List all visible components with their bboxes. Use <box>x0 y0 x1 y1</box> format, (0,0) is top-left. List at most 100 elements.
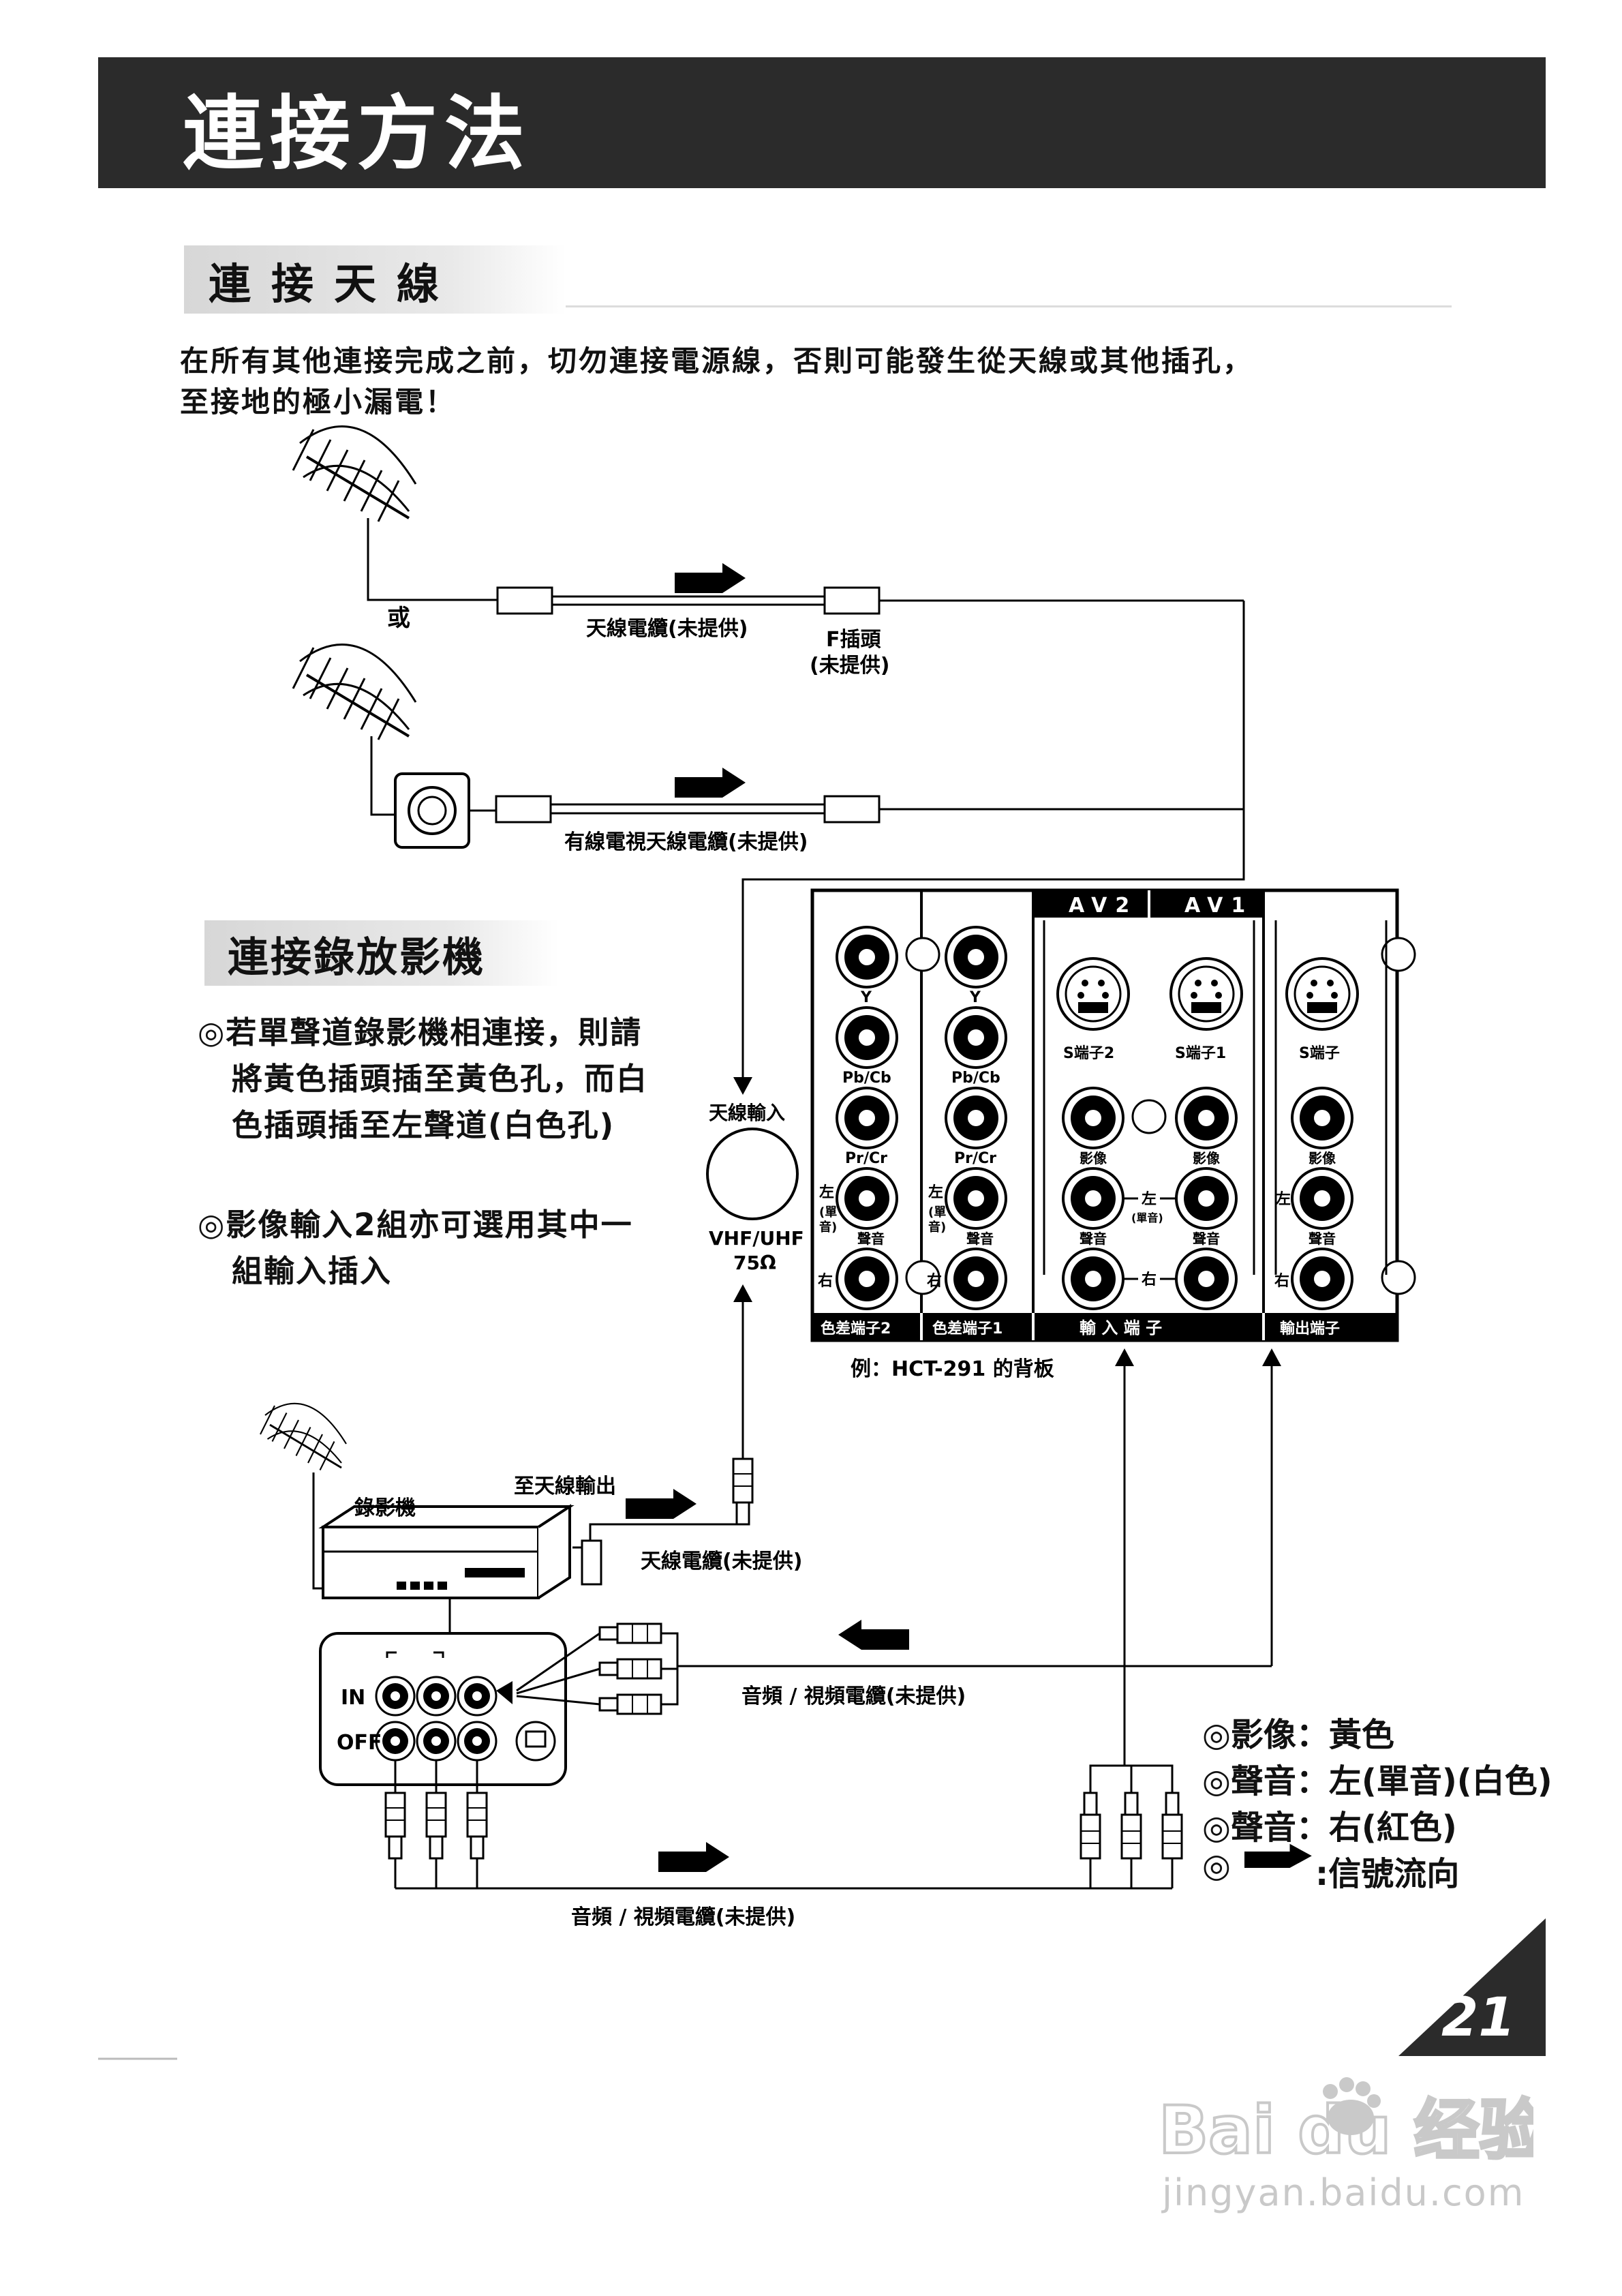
header-bar <box>98 57 1546 188</box>
label-mono-b: 音) <box>819 1220 837 1235</box>
label-audio: 聲音 <box>966 1230 994 1247</box>
av-input-jacks <box>1062 1087 1353 1310</box>
label-y: Y <box>969 989 981 1006</box>
signal-arrow-icon <box>675 768 746 798</box>
label-video: 影像 <box>1309 1150 1336 1166</box>
antenna-input-label: 天線輸入 <box>709 1102 785 1124</box>
baidu-watermark-logo: Bai du 经验 <box>1157 2077 1533 2168</box>
vcr-section-title: 連接錄放影機 <box>228 934 485 982</box>
s-video-jacks <box>1056 957 1359 1031</box>
page-number: 21 <box>1441 1987 1516 2049</box>
footer-component-2: 色差端子2 <box>821 1320 891 1338</box>
signal-arrow-icon <box>658 1842 729 1872</box>
antenna-cable-1 <box>496 586 1244 615</box>
label-s: S端子 <box>1299 1045 1340 1062</box>
label-pb: Pb/Cb <box>951 1070 1000 1087</box>
cable-tv-antenna-cable <box>495 795 1244 824</box>
vcr-note-line-4: ◎影像輸入2組亦可選用其中一 <box>198 1207 633 1243</box>
av1-label: AV1 <box>1184 894 1253 918</box>
vcr-off-label: OFF <box>337 1731 382 1755</box>
roof-antenna-icon <box>292 643 417 741</box>
label-mono: (單音) <box>1131 1211 1163 1224</box>
section-title-background <box>204 920 559 986</box>
panel-caption: 例：HCT-291 的背板 <box>851 1357 1054 1381</box>
vcr-in-label: IN <box>341 1686 365 1710</box>
vcr-note-line-1: ◎若單聲道錄影機相連接，則請 <box>198 1014 643 1051</box>
label-video: 影像 <box>1080 1150 1107 1166</box>
legend-audio-right: ◎聲音：右(紅色) <box>1202 1809 1457 1847</box>
label-right: 右 <box>818 1273 833 1290</box>
panel-screw-icon <box>1131 1099 1167 1134</box>
antenna-band-label: VHF/UHF <box>709 1227 804 1250</box>
av-cable-label-lower: 音頻 / 視頻電纜(未提供) <box>571 1905 795 1929</box>
roof-antenna-icon <box>292 425 417 523</box>
footer-component-1: 色差端子1 <box>932 1320 1003 1338</box>
vcr-antenna-cable-plug <box>732 1457 754 1526</box>
antenna-section-title: 連接天線 <box>209 259 460 309</box>
vcr-note-line-2: 將黃色插頭插至黃色孔，而白 <box>232 1061 649 1097</box>
av2-label: AV2 <box>1069 894 1137 918</box>
label-audio: 聲音 <box>1080 1230 1107 1247</box>
label-video: 影像 <box>1193 1150 1221 1166</box>
label-y: Y <box>860 989 872 1006</box>
label-mono-b: 音) <box>928 1220 946 1235</box>
label-pr: Pr/Cr <box>845 1150 887 1167</box>
label-mono-a: (單 <box>819 1205 837 1220</box>
antenna-ohm-label: 75Ω <box>733 1252 776 1274</box>
label-left: 左 <box>1142 1190 1157 1208</box>
label-left: 左 <box>1276 1190 1291 1208</box>
to-antenna-out-label: 至天線輸出 <box>514 1475 616 1498</box>
label-s2: S端子2 <box>1063 1045 1114 1062</box>
panel-screw-icon <box>905 937 940 972</box>
vcr-antenna-cable-plug <box>581 1539 602 1586</box>
section-title-background <box>184 245 566 314</box>
cable2-label: 有線電視天線電纜(未提供) <box>564 830 808 854</box>
legend-signal-flow: :信號流向 <box>1315 1855 1460 1893</box>
label-right: 右 <box>927 1273 942 1290</box>
footer-input: 輸 入 端 子 <box>1080 1318 1162 1338</box>
vcr-label: 錄影機 <box>354 1496 416 1520</box>
label-audio: 聲音 <box>857 1230 885 1247</box>
signal-arrow-icon <box>626 1489 697 1519</box>
vcr-note-line-5: 組輸入插入 <box>232 1253 393 1289</box>
label-right: 右 <box>1142 1271 1157 1288</box>
panel-screw-icon <box>905 1260 940 1295</box>
legend-arrow-icon <box>1244 1843 1312 1868</box>
panel-screw-icon <box>1381 1260 1416 1295</box>
label-left: 左 <box>928 1183 943 1201</box>
watermark-brand: Bai du 经验 <box>1159 2092 1533 2168</box>
av-cable-lower <box>384 1760 1183 1890</box>
watermark-url: jingyan.baidu.com <box>1162 2171 1525 2214</box>
wall-outlet-icon <box>394 772 470 849</box>
panel-screw-icon <box>1381 937 1416 972</box>
vcr-jack-panel <box>319 1632 567 1786</box>
label-or: 或 <box>387 605 410 632</box>
f-plug-note: (未提供) <box>810 654 889 678</box>
vcr-antenna-icon <box>259 1402 348 1471</box>
page-corner <box>1398 1918 1546 2056</box>
vcr-note-line-3: 色插頭插至左聲道(白色孔) <box>232 1107 615 1143</box>
signal-arrow-icon <box>838 1620 909 1650</box>
antenna-input-jack <box>706 1128 799 1220</box>
legend-arrow-prefix: ◎ <box>1202 1847 1231 1885</box>
legend-audio-left: ◎聲音：左(單音)(白色) <box>1202 1762 1552 1800</box>
label-right: 右 <box>1274 1273 1289 1290</box>
footer-output: 輸出端子 <box>1280 1320 1340 1338</box>
signal-arrow-icon <box>675 563 746 593</box>
vcr-antenna-cable-label: 天線電纜(未提供) <box>641 1550 802 1573</box>
section-rule <box>566 305 1452 307</box>
warning-paragraph-line-2: 至接地的極小漏電！ <box>180 385 457 419</box>
f-plug-label: F插頭 <box>826 628 881 652</box>
cable1-label: 天線電纜(未提供) <box>586 617 748 641</box>
page-title: 連接方法 <box>183 87 532 181</box>
label-audio: 聲音 <box>1193 1230 1220 1247</box>
label-pr: Pr/Cr <box>954 1150 996 1167</box>
vcr-device <box>318 1504 575 1599</box>
warning-paragraph-line-1: 在所有其他連接完成之前，切勿連接電源線，否則可能發生從天線或其他插孔， <box>180 344 1254 378</box>
label-mono-a: (單 <box>928 1205 946 1220</box>
av-cable-upper <box>516 1622 1272 1715</box>
label-audio: 聲音 <box>1309 1230 1336 1247</box>
label-left: 左 <box>819 1183 834 1201</box>
av-cable-label-upper: 音頻 / 視頻電纜(未提供) <box>741 1685 966 1708</box>
